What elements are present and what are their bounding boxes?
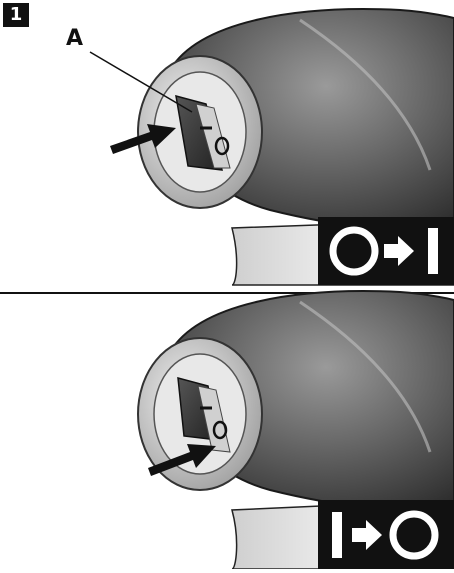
indicator-arrow-top: [384, 236, 414, 266]
housing-highlight: [299, 18, 432, 171]
rocker-off-mark: [212, 420, 228, 440]
indicator-on-symbol: [428, 228, 438, 274]
rocker-off-mark: [214, 136, 230, 156]
rocker-face: [197, 385, 231, 453]
callout-leader: [89, 51, 193, 113]
rocker-face: [195, 103, 231, 169]
callout-label-a: A: [66, 26, 84, 51]
indicator-off-symbol: [389, 510, 439, 560]
bottom-panel: [137, 290, 454, 570]
top-panel: [89, 8, 454, 286]
indicator-off-symbol: [329, 226, 379, 276]
indicator-arrow-bottom: [352, 520, 382, 550]
step-number-badge: 1: [3, 3, 29, 27]
push-arrow: [148, 444, 216, 476]
push-arrow: [110, 124, 176, 154]
indicator-on-symbol: [332, 512, 342, 558]
housing-highlight: [299, 300, 432, 453]
